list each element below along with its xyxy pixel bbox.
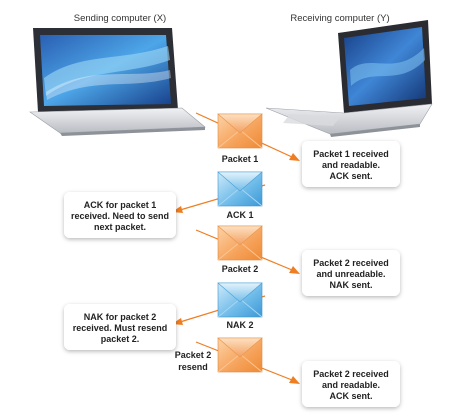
arrowhead-packet-2-resend: [289, 376, 300, 384]
svg-text:Packet 2 received: Packet 2 received: [313, 258, 389, 268]
receiver-header: Receiving computer (Y): [290, 13, 389, 24]
sender-header: Sending computer (X): [74, 13, 166, 24]
svg-text:Packet 2 received: Packet 2 received: [313, 369, 389, 379]
label-packet-2-resend-line-1: Packet 2: [175, 350, 212, 360]
receiver-box-1: Packet 1 received and readable. ACK sent…: [302, 141, 400, 187]
label-ack-1: ACK 1: [226, 210, 253, 220]
label-packet-1: Packet 1: [222, 154, 259, 164]
envelope-ack-1: [217, 171, 263, 207]
sending-laptop: [29, 28, 206, 136]
arrowhead-packet-2: [289, 266, 300, 274]
svg-text:NAK sent.: NAK sent.: [329, 280, 372, 290]
sender-box-2: NAK for packet 2 received. Must resend p…: [64, 304, 176, 350]
svg-text:received. Need to send: received. Need to send: [71, 211, 169, 221]
envelope-packet-2: [217, 225, 263, 261]
sender-box-1: ACK for packet 1 received. Need to send …: [64, 192, 176, 238]
envelope-nak-2: [217, 282, 263, 318]
svg-text:next packet.: next packet.: [94, 222, 146, 232]
label-nak-2: NAK 2: [226, 320, 253, 330]
receiver-box-3: Packet 2 received and readable. ACK sent…: [302, 361, 400, 407]
svg-text:received. Must resend: received. Must resend: [73, 323, 168, 333]
svg-text:packet 2.: packet 2.: [101, 334, 140, 344]
envelope-packet-1: [217, 113, 263, 149]
svg-text:and unreadable.: and unreadable.: [316, 269, 385, 279]
receiver-box-2: Packet 2 received and unreadable. NAK se…: [302, 250, 400, 296]
svg-text:Packet 1 received: Packet 1 received: [313, 149, 389, 159]
label-packet-2-resend-line-2: resend: [178, 362, 208, 372]
svg-text:NAK for packet 2: NAK for packet 2: [84, 312, 157, 322]
svg-text:ACK sent.: ACK sent.: [329, 391, 372, 401]
label-packet-2: Packet 2: [222, 264, 259, 274]
envelope-packet-2-resend: [217, 337, 263, 373]
arrowhead-packet-1: [289, 153, 300, 161]
receiving-laptop: [265, 20, 433, 137]
svg-text:and readable.: and readable.: [322, 160, 380, 170]
svg-text:ACK for packet 1: ACK for packet 1: [84, 200, 157, 210]
svg-text:and readable.: and readable.: [322, 380, 380, 390]
svg-text:ACK sent.: ACK sent.: [329, 171, 372, 181]
